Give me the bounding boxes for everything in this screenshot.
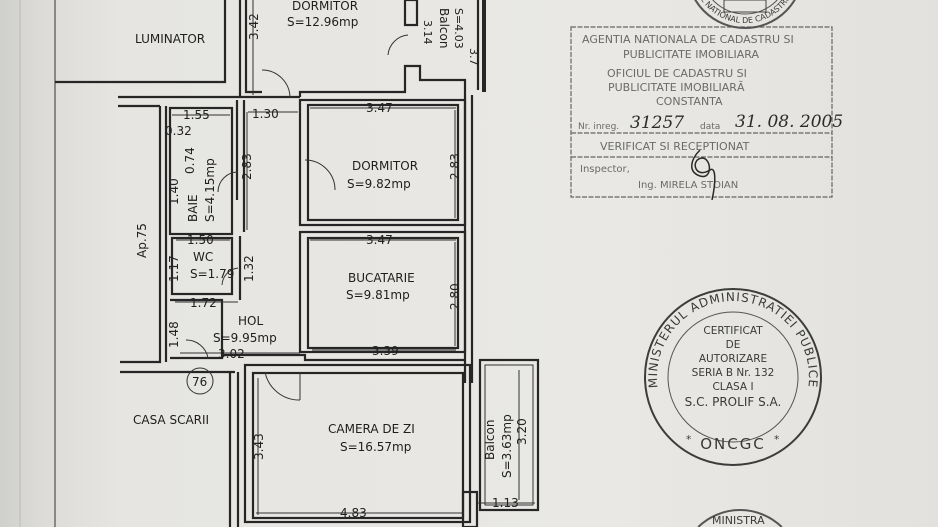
svg-text:3.02: 3.02: [218, 347, 245, 361]
room-wc-name: WC: [193, 250, 213, 264]
svg-text:1.32: 1.32: [242, 255, 256, 282]
svg-text:OFICIUL NATIONAL DE CADASTRU S: OFICIUL NATIONAL DE CADASTRU SI PUBLICIT…: [0, 0, 800, 25]
svg-text:4.83: 4.83: [340, 506, 367, 520]
svg-text:AGENTIA NATIONALA DE CADASTRU: AGENTIA NATIONALA DE CADASTRU SI: [582, 33, 794, 46]
room-dormitor-1-name: DORMITOR: [292, 0, 358, 13]
room-hol-area: S=9.95mp: [213, 331, 277, 345]
svg-text:2.80: 2.80: [448, 283, 462, 310]
apartment-number: 76: [192, 375, 207, 389]
bottom-partial-stamp: MINISTRA: [697, 509, 783, 527]
svg-text:Ing. MIRELA STOIAN: Ing. MIRELA STOIAN: [638, 180, 738, 191]
inspector-signature: [691, 149, 716, 201]
svg-text:3.42: 3.42: [247, 13, 261, 40]
room-bucatarie-name: BUCATARIE: [348, 271, 415, 285]
svg-text:ONCGC: ONCGC: [700, 435, 766, 453]
room-balcon-1-area: S=4.03: [452, 8, 465, 49]
svg-text:VERIFICAT SI RECEPTIONAT: VERIFICAT SI RECEPTIONAT: [600, 140, 750, 153]
svg-text:AUTORIZARE: AUTORIZARE: [699, 353, 767, 365]
dimension-lines: [172, 0, 535, 515]
svg-text:S.C. PROLIF S.A.: S.C. PROLIF S.A.: [685, 395, 782, 409]
room-luminator: LUMINATOR: [135, 32, 205, 46]
svg-text:3.47: 3.47: [366, 101, 393, 115]
room-dormitor-2-area: S=9.82mp: [347, 177, 411, 191]
svg-text:PUBLICITATE IMOBILIARĂ: PUBLICITATE IMOBILIARĂ: [608, 81, 745, 94]
svg-text:3.7: 3.7: [467, 48, 480, 66]
stairwell-label: CASA SCARII: [133, 413, 209, 427]
svg-text:3.43: 3.43: [252, 433, 266, 460]
svg-text:MINISTRA: MINISTRA: [712, 514, 765, 527]
svg-text:*: *: [774, 434, 779, 446]
svg-text:*: *: [686, 434, 691, 446]
room-wc-area: S=1.79: [190, 267, 234, 281]
svg-text:data: data: [700, 122, 720, 132]
svg-text:1.40: 1.40: [167, 178, 181, 205]
svg-text:3.39: 3.39: [372, 344, 399, 358]
svg-text:0.32: 0.32: [165, 124, 192, 138]
doors: [185, 34, 409, 401]
svg-text:OFICIUL DE CADASTRU SI: OFICIUL DE CADASTRU SI: [607, 67, 747, 80]
svg-text:3.14: 3.14: [421, 20, 434, 45]
svg-text:CLASA I: CLASA I: [712, 381, 753, 393]
svg-text:CONSTANTA: CONSTANTA: [656, 95, 723, 108]
room-baie-name: BAIE: [186, 194, 200, 222]
svg-text:2.83: 2.83: [240, 153, 254, 180]
svg-text:0.74: 0.74: [183, 147, 197, 174]
room-baie-area: S=4.15mp: [203, 158, 217, 222]
dimension-labels: 3.42 3.14 3.7 1.55 1.30 3.47 0.32 0.74 2…: [165, 13, 529, 520]
svg-text:Inspector,: Inspector,: [580, 164, 630, 175]
svg-text:SERIA B Nr. 132: SERIA B Nr. 132: [692, 367, 775, 379]
svg-text:DE: DE: [726, 339, 741, 351]
svg-text:Nr. inreg.: Nr. inreg.: [578, 122, 619, 132]
authorization-round-stamp: MINISTERUL ADMINISTRATIEI PUBLICE ONCGC …: [644, 288, 822, 466]
walls: [19, 0, 540, 527]
apartment-number-circle: [186, 367, 214, 395]
svg-text:1.50: 1.50: [187, 233, 214, 247]
room-balcon-2-name: Balcon: [483, 420, 497, 460]
room-dormitor-1-area: S=12.96mp: [287, 15, 358, 29]
svg-text:3.20: 3.20: [515, 418, 529, 445]
top-round-stamp: OFICIUL NATIONAL DE CADASTRU SI PUBLICIT…: [0, 0, 800, 29]
neighbor-apartment-label: Ap.75: [135, 223, 149, 258]
room-camera-name: CAMERA DE ZI: [328, 422, 415, 436]
svg-text:1.13: 1.13: [492, 496, 519, 510]
svg-text:1.48: 1.48: [167, 321, 181, 348]
svg-text:3.47: 3.47: [366, 233, 393, 247]
svg-text:1.30: 1.30: [252, 107, 279, 121]
svg-text:1.55: 1.55: [183, 108, 210, 122]
room-bucatarie-area: S=9.81mp: [346, 288, 410, 302]
svg-text:2.83: 2.83: [448, 153, 462, 180]
svg-text:1.17: 1.17: [167, 255, 181, 282]
registration-date: 31. 08. 2005: [735, 112, 843, 132]
registration-stamp: AGENTIA NATIONALA DE CADASTRU SI PUBLICI…: [570, 26, 843, 201]
svg-text:CERTIFICAT: CERTIFICAT: [703, 325, 763, 337]
registration-number: 31257: [630, 113, 684, 133]
room-camera-area: S=16.57mp: [340, 440, 411, 454]
room-dormitor-2-name: DORMITOR: [352, 159, 418, 173]
room-balcon-2-area: S=3.63mp: [500, 414, 514, 478]
room-hol-name: HOL: [238, 314, 263, 328]
svg-text:1.72: 1.72: [190, 296, 217, 310]
room-balcon-1-name: Balcon: [437, 8, 451, 48]
svg-text:PUBLICITATE IMOBILIARA: PUBLICITATE IMOBILIARA: [623, 48, 760, 61]
